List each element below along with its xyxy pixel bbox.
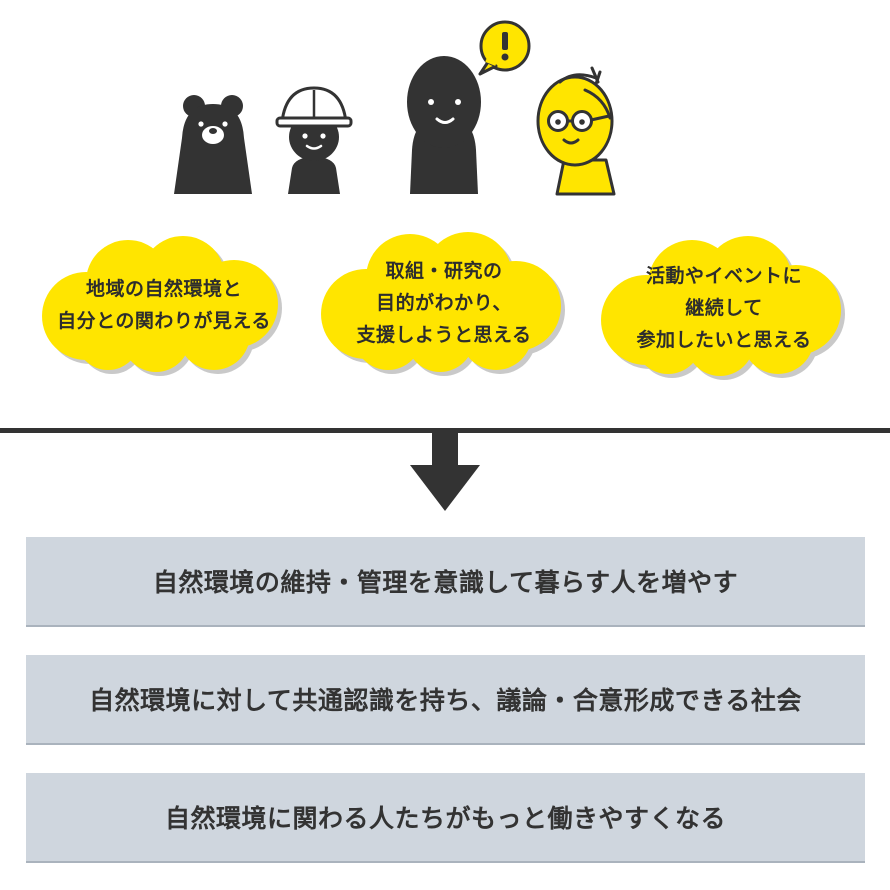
cloud-1-line-2: 自分との関わりが見える [57, 310, 271, 332]
cloud-3-line-1: 活動やイベントに [645, 265, 802, 287]
outcome-box-3: 自然環境に関わる人たちがもっと働きやすくなる [26, 773, 865, 861]
cloud-2-line-1: 取組・研究の [385, 260, 503, 282]
helmet-person-icon [275, 86, 353, 194]
cloud-callout-1: 地域の自然環境と 自分との関わりが見える [38, 232, 290, 378]
cloud-2-line-3: 支援しようと思える [356, 324, 532, 346]
cloud-3-line-2: 継続して [685, 297, 763, 319]
cloud-callout-2: 取組・研究の 目的がわかり、 支援しようと思える [318, 228, 570, 378]
cloud-1-line-1: 地域の自然環境と [85, 278, 242, 300]
speech-bubble-icon [478, 20, 531, 76]
cloud-2-line-2: 目的がわかり、 [376, 292, 512, 314]
cloud-callout-3: 活動やイベントに 継続して 参加したいと思える [598, 234, 850, 382]
person-icon [407, 56, 481, 194]
cloud-3-line-3: 参加したいと思える [636, 329, 812, 351]
outcome-box-1: 自然環境の維持・管理を意識して暮らす人を増やす [26, 537, 865, 625]
cloud-shape [42, 236, 282, 376]
bear-icon [174, 95, 252, 194]
cloud-shape [601, 236, 845, 380]
characters-illustration [174, 20, 616, 196]
cloud-shape [321, 232, 565, 376]
outcome-box-2: 自然環境に対して共通認識を持ち、議論・合意形成できる社会 [26, 655, 865, 743]
down-arrow-icon [410, 433, 480, 511]
section-divider [0, 428, 890, 433]
glasses-person-icon [536, 66, 616, 196]
